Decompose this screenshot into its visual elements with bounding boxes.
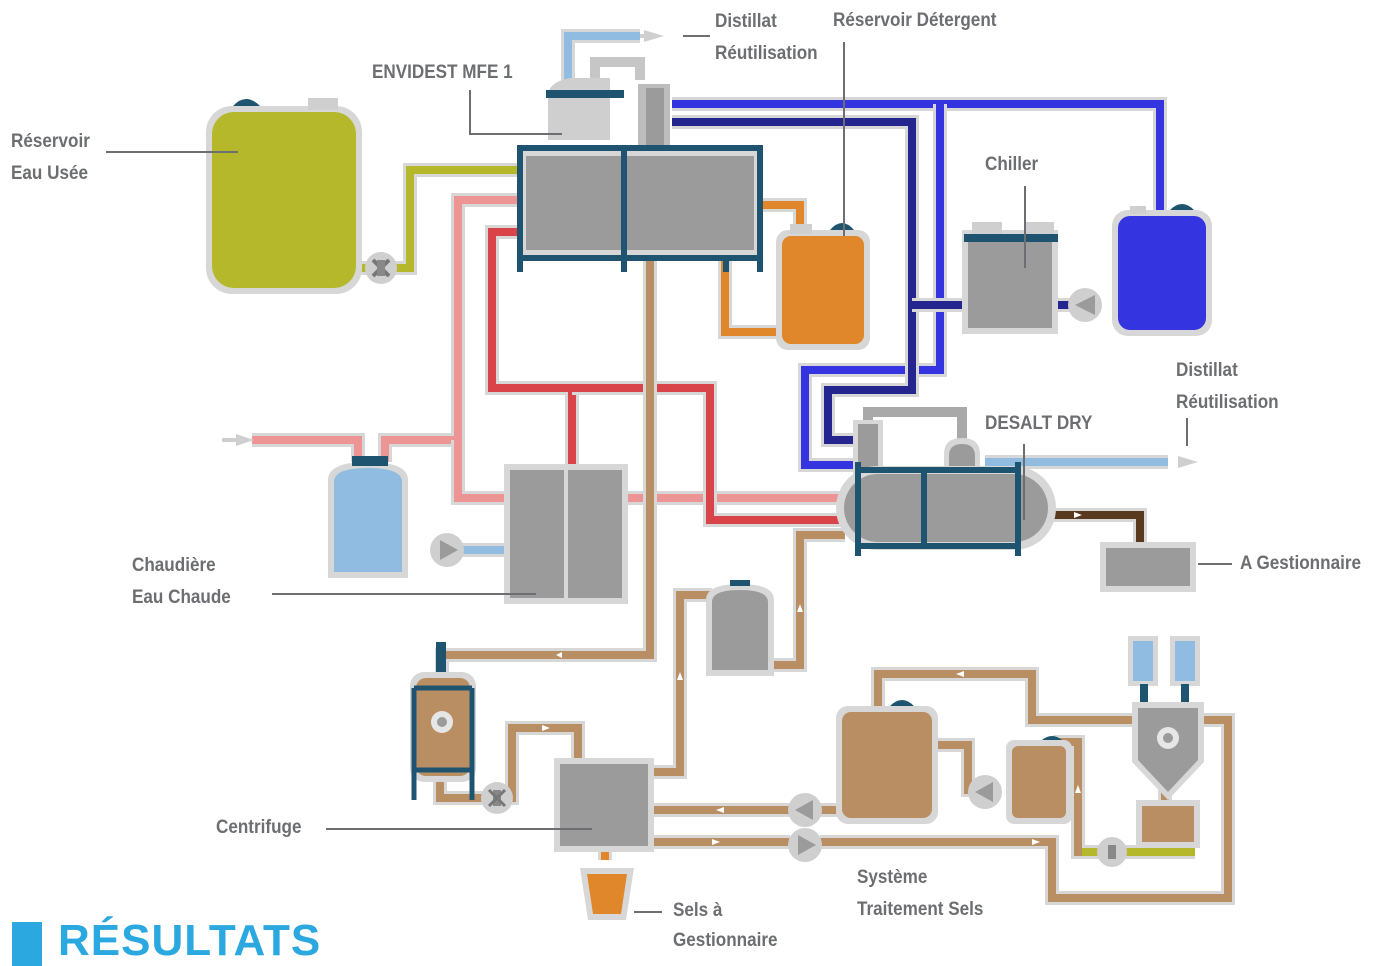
pipe-hot-dark bbox=[485, 225, 845, 527]
pipe-hot-light bbox=[252, 193, 845, 505]
heading-accent-bar bbox=[12, 922, 42, 966]
label-centrifuge: Centrifuge bbox=[216, 812, 302, 844]
label-line: Réutilisation bbox=[715, 43, 818, 64]
detergent-tank bbox=[776, 223, 870, 350]
label-envidest: ENVIDEST MFE 1 bbox=[372, 57, 513, 89]
label-line: Eau Usée bbox=[11, 163, 88, 184]
label-line: A Gestionnaire bbox=[1240, 553, 1362, 574]
label-chiller: Chiller bbox=[985, 149, 1038, 181]
salts-container bbox=[580, 868, 634, 920]
arrow-distillate-right bbox=[1178, 456, 1198, 468]
label-line: Réservoir bbox=[11, 131, 90, 152]
envidest-mfe1 bbox=[517, 78, 763, 272]
label-desalt-dry: DESALT DRY bbox=[985, 408, 1092, 440]
label-line: Traitement Sels bbox=[857, 899, 984, 920]
waste-container bbox=[1100, 542, 1196, 592]
label-line: Centrifuge bbox=[216, 817, 302, 838]
arrow-hot-inlet bbox=[236, 434, 254, 446]
feed-vessel bbox=[410, 642, 513, 814]
leader-lines bbox=[106, 35, 1232, 913]
label-a-gestionnaire: A Gestionnaire bbox=[1240, 548, 1361, 580]
label-distillat-right: Distillat Réutilisation bbox=[1176, 355, 1279, 419]
label-line: Eau Chaude bbox=[132, 587, 231, 608]
centrifuge bbox=[554, 758, 654, 852]
label-reservoir-detergent: Réservoir Détergent bbox=[833, 5, 996, 37]
label-reservoir-eau-usee: Réservoir Eau Usée bbox=[11, 126, 90, 190]
section-heading: RÉSULTATS bbox=[0, 916, 321, 966]
desalt-dry bbox=[836, 420, 1056, 556]
salt-treatment-system bbox=[788, 636, 1204, 867]
label-line: Chiller bbox=[985, 154, 1039, 175]
label-line: Réutilisation bbox=[1176, 392, 1279, 413]
chiller-unit bbox=[962, 222, 1102, 334]
label-line: Chaudière bbox=[132, 555, 216, 576]
intermediate-tank bbox=[706, 580, 774, 676]
label-sels-gestionnaire: Sels à Gestionnaire bbox=[673, 896, 778, 956]
waste-water-tank bbox=[206, 98, 397, 294]
label-line: Sels à bbox=[673, 900, 723, 921]
label-line: Distillat bbox=[715, 11, 777, 32]
pipe-waste-out bbox=[1040, 508, 1147, 548]
flow-arrows-out bbox=[222, 30, 1198, 468]
pipe-detergent bbox=[718, 198, 807, 339]
label-chaudiere: Chaudière Eau Chaude bbox=[132, 550, 231, 614]
label-systeme-traitement: Système Traitement Sels bbox=[857, 862, 983, 926]
label-line: DESALT DRY bbox=[985, 413, 1093, 434]
label-line: Distillat bbox=[1176, 360, 1238, 381]
label-line: ENVIDEST MFE 1 bbox=[372, 62, 513, 83]
pipe-cold-blue bbox=[672, 97, 1167, 472]
heat-exchanger bbox=[504, 464, 628, 604]
cold-water-tank bbox=[1112, 204, 1212, 336]
label-line: Système bbox=[857, 867, 928, 888]
pipe-vapour bbox=[590, 57, 967, 440]
label-line: Réservoir Détergent bbox=[833, 10, 997, 31]
label-line: Gestionnaire bbox=[673, 930, 778, 951]
heading-text: RÉSULTATS bbox=[58, 916, 322, 965]
boiler-tank bbox=[328, 456, 464, 578]
flow-markers bbox=[542, 512, 1082, 845]
label-distillat-top: Distillat Réutilisation bbox=[715, 6, 818, 70]
